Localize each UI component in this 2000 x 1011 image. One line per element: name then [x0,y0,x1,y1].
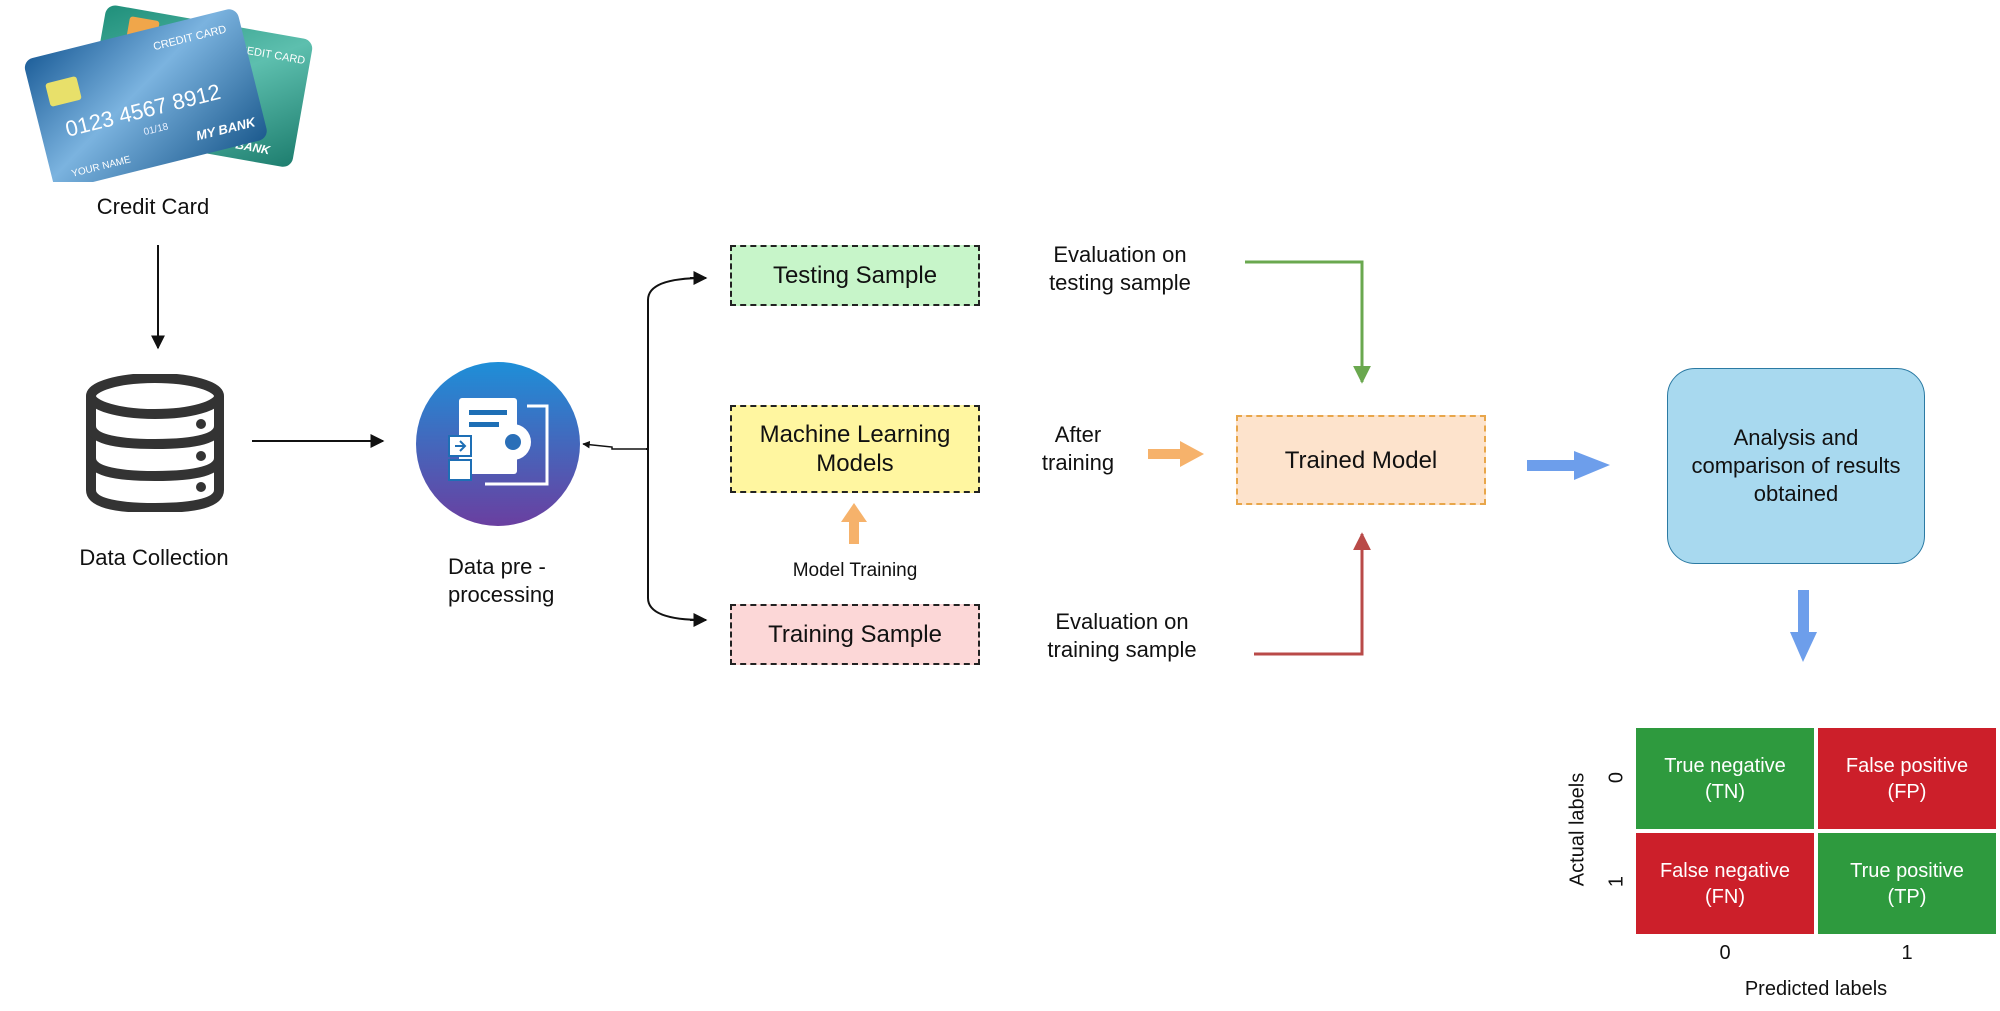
preprocessing-icon [415,362,581,526]
arrow-orange-model-training [841,503,867,544]
cm-row-tick-1: 1 [1605,875,1628,888]
cm-cell-fp: False positive (FP) [1818,728,1996,829]
cm-col-tick-1: 1 [1901,942,1913,964]
cm-row-tick-0: 0 [1605,771,1628,784]
training-sample-box: Training Sample [730,604,980,665]
cm-cell-tn: True negative (TN) [1636,728,1814,829]
arrow-green-eval-testing [1245,260,1371,384]
arrow-blue-to-analysis [1527,451,1610,480]
arrow-blue-to-matrix [1790,590,1817,662]
eval-testing-label: Evaluation on testing sample [1049,242,1191,295]
after-training-label: After training [1041,422,1115,475]
model-training-label: Model Training [792,560,918,581]
data-collection-label: Data Collection [79,545,229,570]
arrow-orange-after-training [1148,441,1204,467]
cm-col-tick-0: 0 [1719,942,1731,964]
preprocessing-label: Data pre - processing [448,554,555,607]
analysis-box: Analysis and comparison of results obtai… [1667,368,1925,564]
arrow-branch-to-preprocess [582,440,646,450]
credit-card-label: Credit Card [96,194,210,219]
testing-sample-box: Testing Sample [730,245,980,306]
confusion-matrix: True negative (TN) False positive (FP) F… [1550,720,2000,1010]
cm-cell-fn: False negative (FN) [1636,833,1814,934]
branch-bracket [647,277,705,621]
trained-model-box: Trained Model [1236,415,1486,505]
ml-models-box: Machine Learning Models [730,405,980,493]
eval-training-label: Evaluation on training sample [1047,609,1197,662]
cm-y-axis-label: Actual labels [1566,772,1589,887]
cm-cell-tp: True positive (TP) [1818,833,1996,934]
database-icon [83,373,227,514]
arrow-red-eval-training [1254,532,1371,656]
credit-card-icon: CREDIT CARD MY BANK CREDIT CARD 0123 456… [24,2,314,190]
cm-x-axis-label: Predicted labels [1744,978,1888,1000]
